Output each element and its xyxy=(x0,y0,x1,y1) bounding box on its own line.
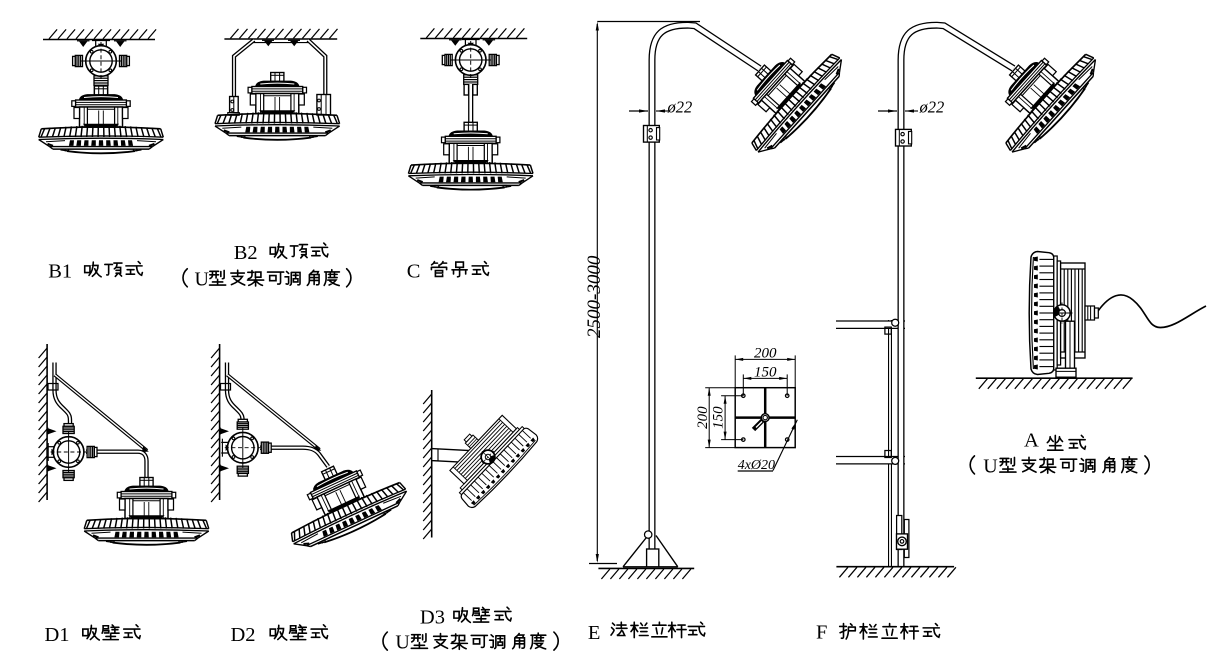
svg-text:200: 200 xyxy=(695,406,711,429)
svg-text:150: 150 xyxy=(754,365,777,381)
svg-text:A: A xyxy=(1024,430,1039,452)
svg-text:D1: D1 xyxy=(45,624,70,646)
svg-text:U: U xyxy=(395,632,410,654)
svg-text:D2: D2 xyxy=(231,624,256,646)
svg-text:E: E xyxy=(588,622,601,644)
svg-text:B2: B2 xyxy=(234,242,258,264)
svg-text:U: U xyxy=(195,268,210,290)
svg-text:200: 200 xyxy=(754,346,777,362)
svg-text:2500-3000: 2500-3000 xyxy=(584,255,605,338)
svg-text:U: U xyxy=(983,455,998,477)
svg-text:F: F xyxy=(816,622,827,644)
svg-text:B1: B1 xyxy=(48,261,72,283)
svg-text:150: 150 xyxy=(711,406,727,429)
svg-text:ø22: ø22 xyxy=(919,98,945,117)
svg-text:C: C xyxy=(407,261,421,283)
svg-text:4xØ20: 4xØ20 xyxy=(738,458,775,473)
svg-text:D3: D3 xyxy=(420,606,445,628)
svg-text:ø22: ø22 xyxy=(667,98,693,117)
